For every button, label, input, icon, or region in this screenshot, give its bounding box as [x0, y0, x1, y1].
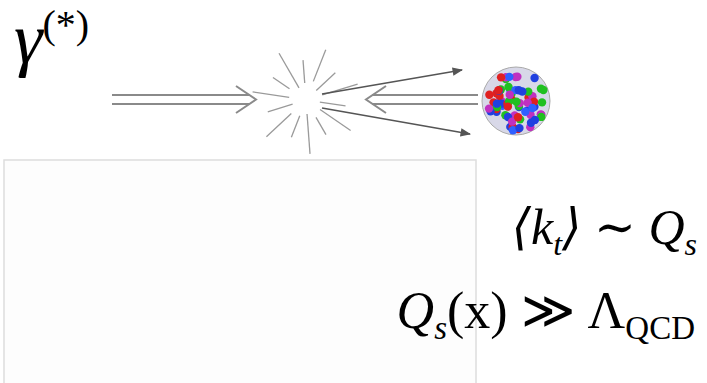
- burst-ray: [303, 60, 305, 83]
- nucleon-dot: [530, 74, 538, 82]
- nucleon-dot: [521, 108, 529, 116]
- text-panel: [4, 160, 476, 383]
- nucleon-dot: [515, 124, 523, 132]
- nucleon-dot: [493, 99, 501, 107]
- nucleon-dot: [537, 84, 545, 92]
- subscript-text: s: [434, 310, 447, 346]
- nucleon-dot: [485, 104, 493, 112]
- nucleon-dot: [505, 73, 513, 81]
- formula-line: ⟨kt⟩ ∼ Qs: [511, 200, 697, 262]
- nucleon-dot: [506, 91, 514, 99]
- nucleon-dot: [504, 102, 512, 110]
- burst-ray: [273, 77, 290, 88]
- burst-ray: [313, 50, 325, 82]
- nucleus-double-arrow: [366, 86, 478, 113]
- burst-ray: [253, 92, 290, 98]
- burst-ray: [320, 102, 346, 106]
- burst-ray: [268, 104, 293, 112]
- nucleon-dot: [515, 86, 523, 94]
- subscript-text: s: [685, 226, 697, 262]
- burst-ray: [316, 117, 326, 134]
- subscript-text: t: [553, 226, 562, 262]
- formula-text: (x) ≫ Λ: [447, 282, 625, 339]
- burst-ray: [279, 53, 299, 88]
- nucleon-dot: [512, 98, 520, 106]
- burst-ray: [291, 116, 299, 137]
- nucleon-dot: [495, 87, 503, 95]
- formula-line: Qs(x) ≫ ΛQCD: [397, 282, 695, 347]
- formula-line: γ(*): [14, 0, 89, 79]
- superscript-text: (*): [42, 2, 89, 47]
- formula-text: ⟩ ∼ Q: [562, 199, 685, 255]
- formula-text: γ: [14, 0, 42, 79]
- nucleon-dot: [528, 104, 536, 112]
- burst-ray: [266, 114, 291, 137]
- nucleon-dot: [538, 98, 546, 106]
- collision-burst: [253, 50, 358, 154]
- formula-text: ⟨k: [511, 199, 553, 255]
- burst-ray: [307, 114, 310, 154]
- nucleon-dot: [485, 90, 493, 98]
- formula-text: Q: [397, 282, 435, 339]
- nucleon-dot: [497, 73, 505, 81]
- burst-ray: [316, 73, 335, 91]
- nucleon-dot: [514, 113, 522, 121]
- nucleon-dot: [531, 116, 539, 124]
- nucleon-dot: [494, 86, 502, 94]
- nucleus-ball: [482, 67, 550, 135]
- subscript-text: QCD: [625, 310, 695, 346]
- outgoing-particles: [322, 70, 470, 134]
- photon-double-arrow: [112, 86, 256, 113]
